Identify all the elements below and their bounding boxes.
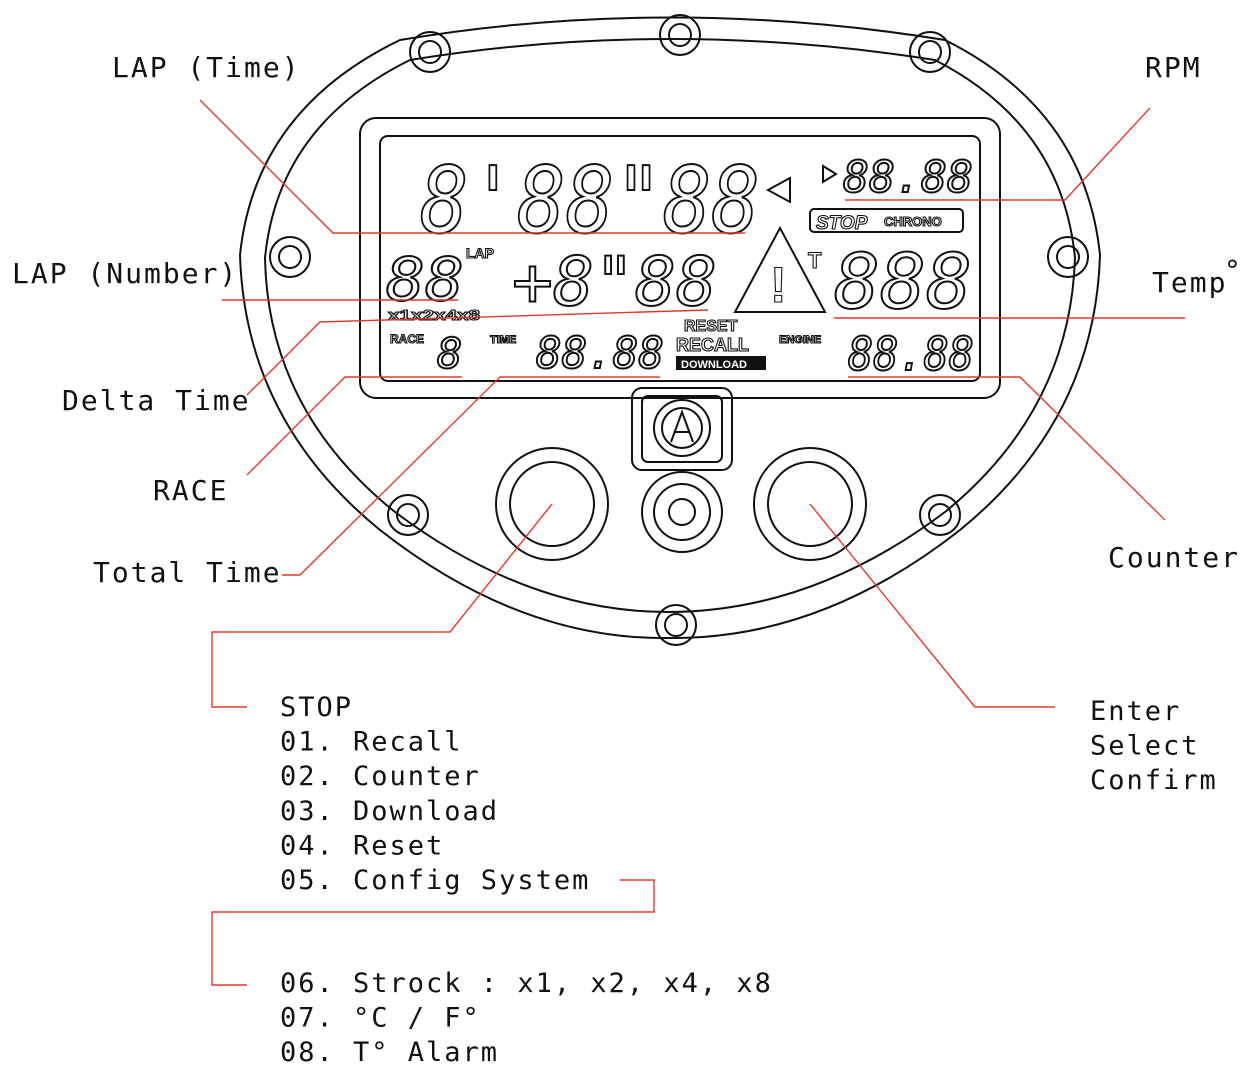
- config-menu-item: 06. Strock : x1, x2, x4, x8: [280, 968, 773, 999]
- mount-hole: [659, 14, 701, 56]
- rpm-arrow-icon: [822, 164, 838, 184]
- leader-stop-menu: [211, 503, 553, 708]
- mount-hole: [1047, 236, 1089, 278]
- lcd-chrono: CHRONO: [884, 214, 942, 229]
- stop-menu-item: 02. Counter: [280, 761, 481, 792]
- lcd-recall: RECALL: [676, 335, 749, 355]
- brand-logo-icon: [631, 387, 733, 471]
- leader-counter: [848, 376, 1166, 521]
- lcd-total-time-digits: 88.88: [536, 328, 664, 379]
- label-temp: Temp: [1152, 266, 1227, 299]
- lcd-time-tag: TIME: [490, 334, 516, 346]
- mount-hole: [909, 31, 951, 73]
- lcd-delta-digits: +8"88: [512, 243, 717, 322]
- lcd-lap-tag: LAP: [466, 245, 494, 261]
- leader-race: [246, 376, 462, 476]
- stop-menu-item: 05. Config System: [280, 865, 590, 896]
- device-housing-inner: [263, 38, 1077, 614]
- config-menu-item: 08. T° Alarm: [280, 1037, 499, 1066]
- lcd-counter-digits: 88.88: [848, 327, 974, 381]
- stop-menu-item: 03. Download: [280, 796, 499, 827]
- mount-hole: [919, 494, 961, 536]
- label-counter: Counter: [1108, 541, 1240, 574]
- lcd-lap-number-digits: 88: [386, 245, 464, 315]
- lcd-strock-options: x1x2x4x8: [388, 307, 480, 324]
- label-delta-time: Delta Time: [62, 384, 251, 417]
- mount-hole: [655, 604, 697, 646]
- lcd-lap-time-digits: 8'88"88: [420, 147, 760, 254]
- enter-menu-item: Enter: [1090, 696, 1181, 727]
- warning-triangle-icon: [733, 225, 827, 313]
- stop-menu-item: STOP: [280, 692, 353, 723]
- lcd-reset: RESET: [684, 318, 738, 335]
- lcd-stop: STOP: [816, 213, 868, 234]
- degree-icon: °: [1224, 254, 1243, 287]
- lcd-warning-mark: !: [770, 257, 787, 313]
- center-button[interactable]: [641, 471, 723, 553]
- lcd-window-inner: [379, 135, 981, 382]
- lcd-race-digit: 8: [437, 329, 462, 378]
- label-lap-number: LAP (Number): [12, 257, 238, 290]
- lap-arrow-icon: [765, 176, 791, 204]
- leader-total-time: [282, 376, 660, 576]
- leader-enter-menu: [809, 503, 1055, 708]
- enter-menu-item: Confirm: [1090, 765, 1218, 796]
- stop-menu-item: 04. Reset: [280, 830, 444, 861]
- lcd-download: DOWNLOAD: [681, 359, 747, 371]
- stop-menu-item: 01. Recall: [280, 727, 463, 758]
- leader-rpm: [845, 107, 1151, 201]
- download-box: [676, 356, 766, 370]
- enter-button[interactable]: [753, 447, 867, 561]
- config-menu: 06. Strock : x1, x2, x4, x8 07. °C / F° 08…: [280, 968, 773, 1066]
- leader-delta-time: [246, 309, 709, 396]
- lcd-race-tag: RACE: [390, 332, 424, 346]
- stop-button[interactable]: [495, 447, 609, 561]
- leader-lap-time: [199, 99, 745, 234]
- config-menu-item: 07. °C / F°: [280, 1003, 481, 1034]
- lcd-temp-digits: 888: [834, 237, 972, 326]
- label-race: RACE: [153, 474, 228, 507]
- label-total-time: Total Time: [93, 556, 282, 589]
- stop-chrono-box: [809, 208, 964, 233]
- leader-config-menu: [211, 879, 655, 986]
- enter-menu-item: Select: [1090, 731, 1200, 762]
- device-housing-outer: [238, 16, 1102, 640]
- mount-hole: [387, 494, 429, 536]
- lcd-engine-tag: ENGINE: [779, 334, 821, 346]
- label-lap-time: LAP (Time): [112, 51, 301, 84]
- mount-hole: [269, 236, 311, 278]
- label-rpm: RPM: [1145, 51, 1202, 84]
- lcd-window-outer: [359, 117, 1001, 399]
- lcd-t-tag: T: [808, 248, 822, 273]
- lcd-rpm-digits: 88.88: [843, 152, 973, 203]
- mount-hole: [409, 31, 451, 73]
